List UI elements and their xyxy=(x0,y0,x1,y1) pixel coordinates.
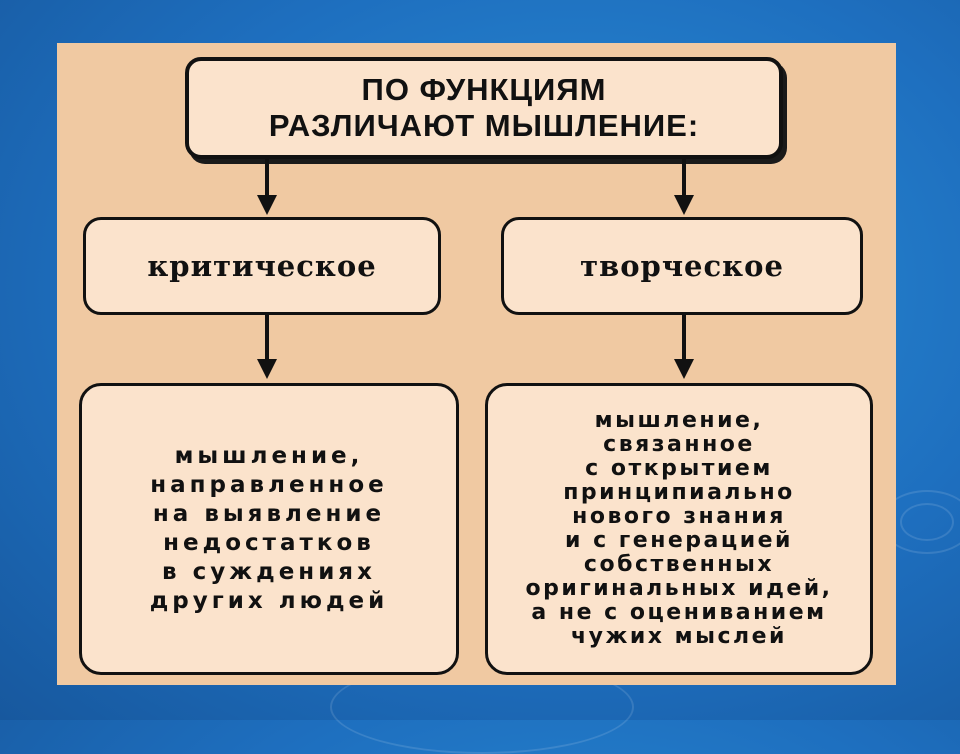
critical-thinking-label: критическое xyxy=(147,249,377,283)
creative-description-line: и с генерацией xyxy=(565,528,793,553)
creative-thinking-description-box: мышление, связанное с открытием принципи… xyxy=(485,383,873,675)
critical-description-line: недостатков xyxy=(163,530,375,556)
creative-description-line: а не с оцениванием xyxy=(531,600,827,625)
creative-description-line: нового знания xyxy=(572,504,786,529)
arrow-down-icon xyxy=(674,159,694,215)
creative-thinking-box: творческое xyxy=(501,217,863,315)
diagram-title-box: ПО ФУНКЦИЯМ РАЗЛИЧАЮТ МЫШЛЕНИЕ: xyxy=(185,57,783,159)
creative-description-line: принципиально xyxy=(563,480,795,505)
arrow-down-icon xyxy=(257,159,277,215)
critical-description-line: на выявление xyxy=(152,501,386,527)
arrow-down-icon xyxy=(674,315,694,381)
arrow-down-icon xyxy=(257,315,277,381)
diagram-title-line: РАЗЛИЧАЮТ МЫШЛЕНИЕ: xyxy=(268,108,700,143)
critical-description-line: других людей xyxy=(149,588,389,614)
critical-description-line: направленное xyxy=(150,472,388,498)
creative-thinking-label: творческое xyxy=(580,249,784,283)
creative-description-line: мышление, xyxy=(594,408,764,433)
creative-description-line: собственных xyxy=(583,552,775,577)
critical-thinking-box: критическое xyxy=(83,217,441,315)
creative-description-line: с открытием xyxy=(585,456,773,481)
critical-description-line: в суждениях xyxy=(162,559,376,585)
critical-description-line: мышление, xyxy=(174,443,364,469)
critical-thinking-description-box: мышление, направленное на выявление недо… xyxy=(79,383,459,675)
creative-description-line: связанное xyxy=(603,432,755,457)
creative-description-line: оригинальных идей, xyxy=(525,576,833,601)
diagram-title-line: ПО ФУНКЦИЯМ xyxy=(361,72,607,107)
diagram-panel: ПО ФУНКЦИЯМ РАЗЛИЧАЮТ МЫШЛЕНИЕ: критичес… xyxy=(57,43,896,685)
background-ripple xyxy=(900,503,954,541)
creative-description-line: чужих мыслей xyxy=(571,624,787,649)
